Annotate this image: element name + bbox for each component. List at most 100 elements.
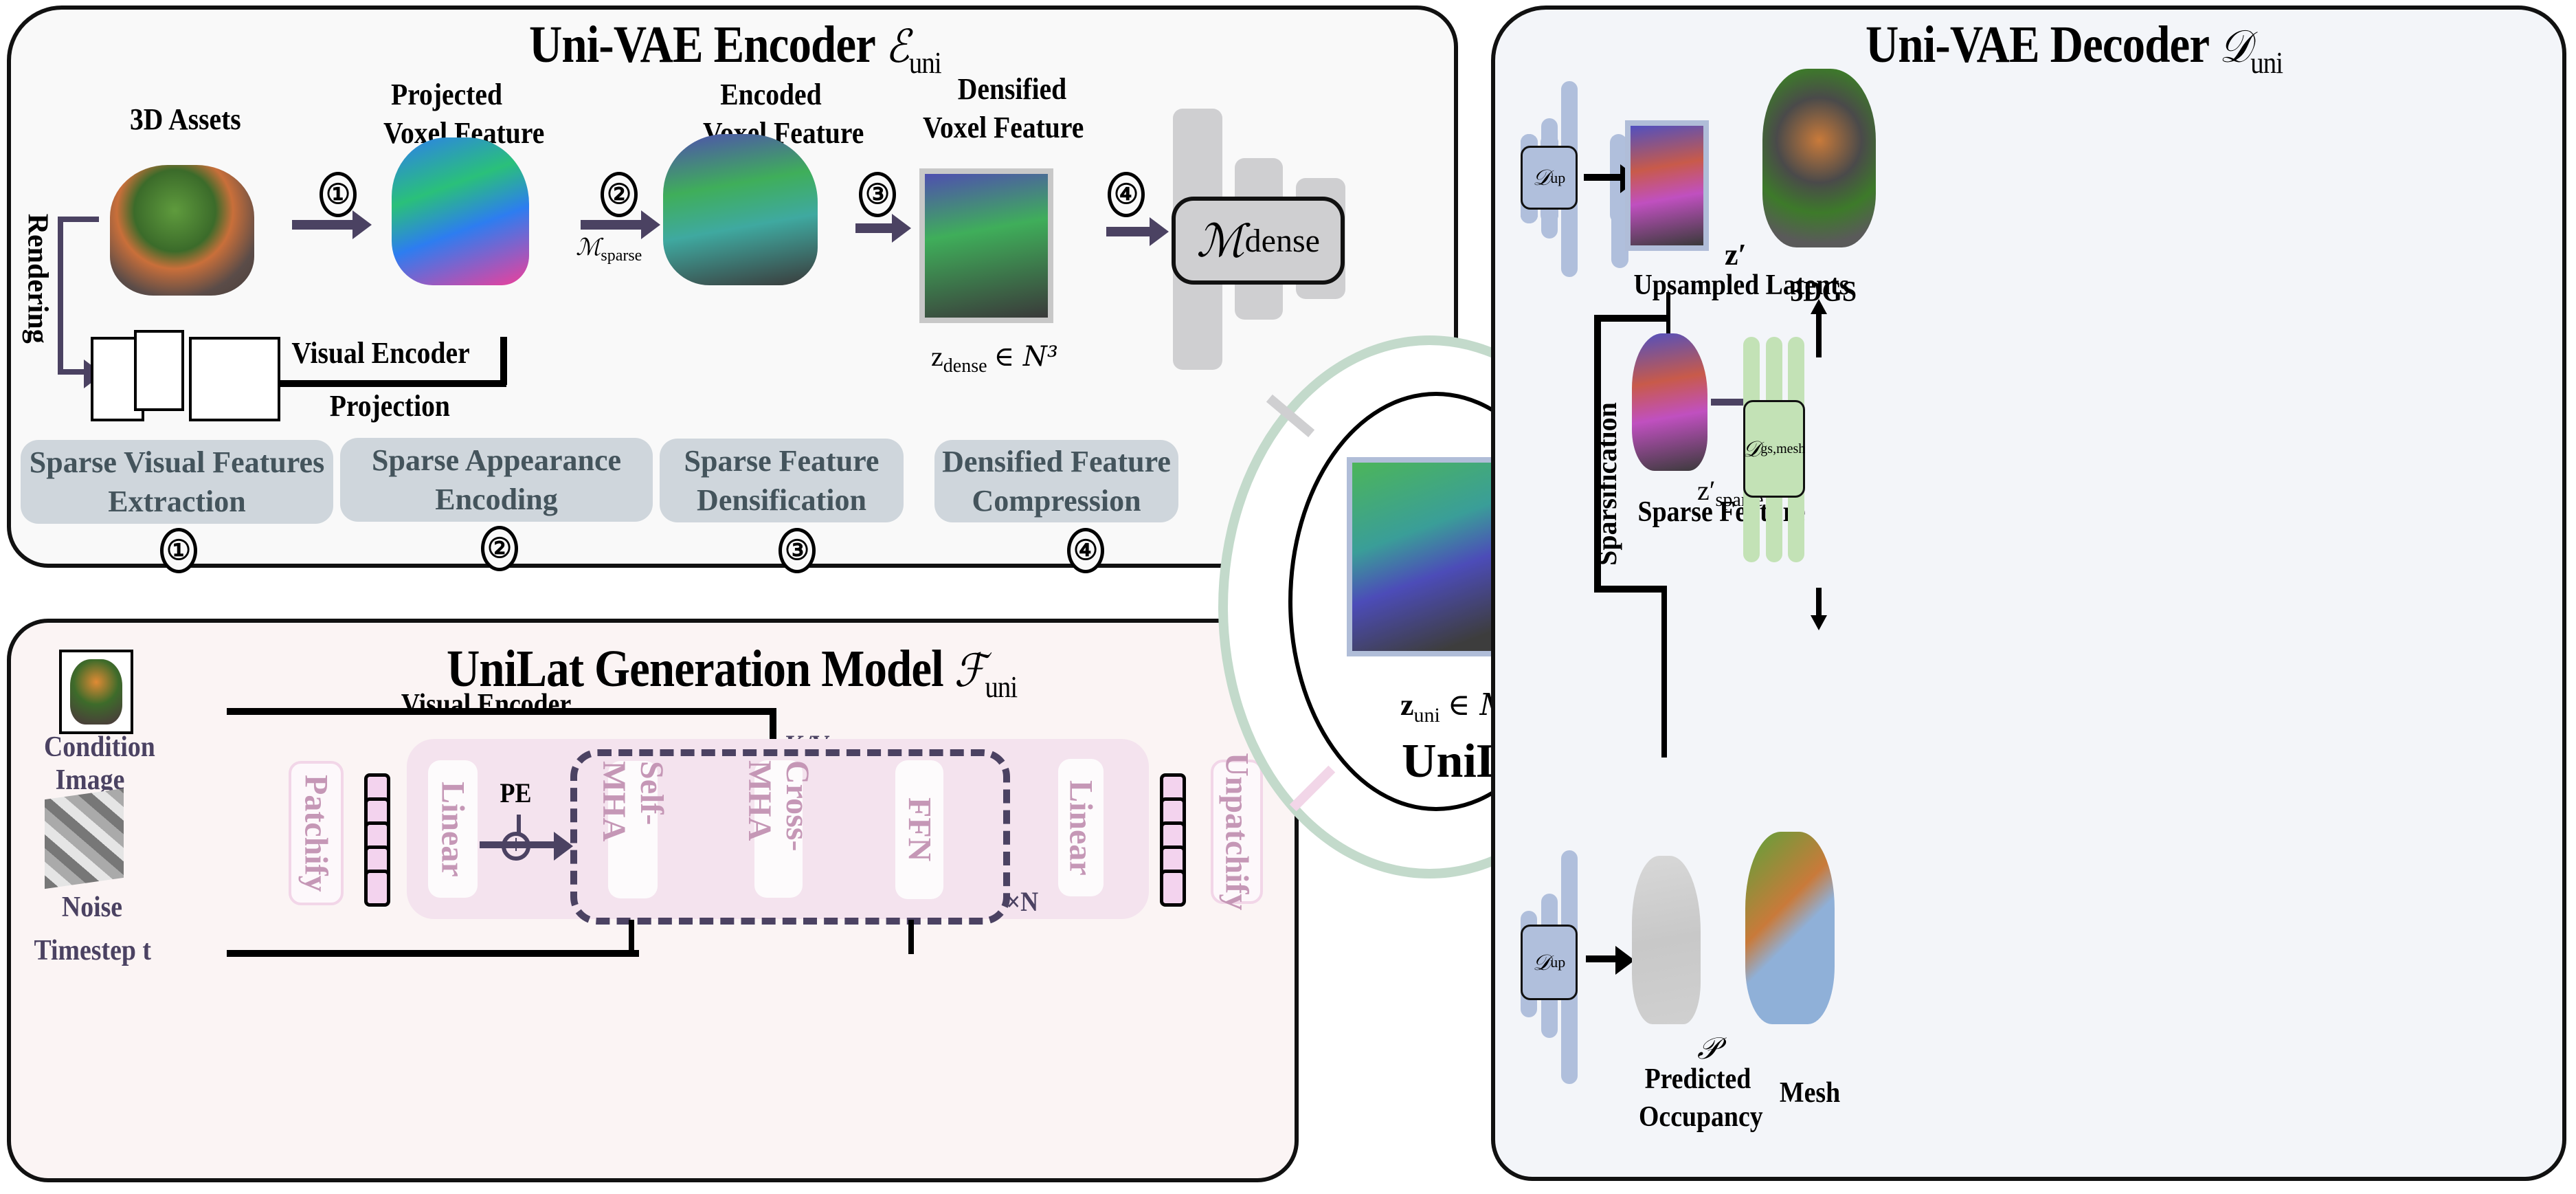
sparse-to-dgs-arrow xyxy=(1711,389,1763,418)
condition-label-1: Condition xyxy=(43,731,155,763)
rendering-line xyxy=(58,217,63,375)
m-sparse-label: ℳsparse xyxy=(576,234,642,265)
z-dense-text: z xyxy=(931,341,943,372)
step-card-1: Sparse Visual Features Extraction xyxy=(21,440,333,524)
pe-arrow xyxy=(480,832,573,861)
patchify-label: Patchify xyxy=(298,774,335,892)
d-up-top-symbol: 𝒟 xyxy=(1532,164,1551,190)
m-dense-sub: dense xyxy=(1244,222,1320,259)
decoder-title-symbol: 𝒟 xyxy=(2219,20,2251,73)
step-marker-3: ③ xyxy=(859,172,896,217)
condition-image xyxy=(59,650,133,734)
transformer-repeat-box xyxy=(570,749,1010,925)
timestep-label: Timestep t xyxy=(34,935,151,966)
timestep-line-up-2 xyxy=(908,920,914,954)
gen-block-linear-out: Linear xyxy=(1058,759,1104,896)
m-sparse-sub: sparse xyxy=(601,246,642,265)
projected-voxel-image xyxy=(392,137,529,285)
predicted-occupancy-image xyxy=(1632,856,1701,1024)
decoder-title-sub: uni xyxy=(2250,46,2283,80)
projection-line-up xyxy=(500,337,507,385)
timestep-line xyxy=(227,950,639,957)
occupancy-line-up xyxy=(1661,586,1667,758)
token-in-5 xyxy=(364,870,390,907)
mesh-image xyxy=(1745,832,1835,1024)
3dgs-image xyxy=(1762,69,1876,247)
generation-title-text: UniLat Generation Model xyxy=(447,640,944,698)
z-dense-label: zdense ∈ N³ xyxy=(931,340,1058,377)
z-dense-sub: dense xyxy=(943,355,987,377)
sparsification-label: Sparsification xyxy=(1591,402,1622,566)
encoder-title-text: Uni-VAE Encoder xyxy=(529,16,875,74)
d-up-top-arrow xyxy=(1584,164,1639,193)
noise-label: Noise xyxy=(61,892,123,923)
3dgs-arrow xyxy=(1816,309,1822,357)
densified-label-2: Voxel Feature xyxy=(923,111,1084,144)
z-sparse-text: z′ xyxy=(1697,475,1716,506)
sparse-feature-image xyxy=(1632,333,1707,471)
step-card-marker-1: ① xyxy=(160,528,197,573)
unpatchify-label: Unpatchify xyxy=(1218,753,1255,911)
encoder-title-sub: uni xyxy=(908,46,942,80)
latent-text: z xyxy=(1400,688,1414,722)
d-up-bottom-arrow xyxy=(1586,946,1635,975)
linear-out-label: Linear xyxy=(1062,780,1099,876)
step-card-4: Densified Feature Compression xyxy=(934,440,1178,522)
decoder-title: Uni-VAE Decoder 𝒟uni xyxy=(1866,15,2283,80)
3d-asset-image xyxy=(110,165,254,296)
d-up-top-sub: up xyxy=(1550,168,1566,186)
step-marker-2: ② xyxy=(601,172,638,217)
token-out-5 xyxy=(1160,870,1186,907)
linear-in-label: Linear xyxy=(434,781,471,877)
p-symbol-text: 𝒫 xyxy=(1697,1031,1719,1066)
self-mha-label: Self-MHA xyxy=(596,761,670,842)
arrow-step-4 xyxy=(1106,217,1169,246)
mesh-arrow xyxy=(1816,588,1822,619)
generation-title: UniLat Generation Model ℱuni xyxy=(447,639,1018,705)
densified-cube-image xyxy=(919,168,1053,323)
rendering-line-top xyxy=(58,217,99,222)
projection-line xyxy=(278,380,506,387)
visual-encoder-label: Visual Encoder xyxy=(291,336,470,370)
spacer xyxy=(1521,134,1569,223)
rendered-view-3 xyxy=(189,337,280,421)
arrow-step-1 xyxy=(292,210,372,239)
predicted-label-1: Predicted xyxy=(1644,1063,1751,1095)
decoder-title-text: Uni-VAE Decoder xyxy=(1866,16,2209,74)
p-symbol: 𝒫 xyxy=(1697,1031,1719,1066)
gen-block-patchify: Patchify xyxy=(289,761,344,905)
d-gs-symbol: 𝒟 xyxy=(1743,435,1761,462)
d-up-bottom-symbol: 𝒟 xyxy=(1532,949,1551,975)
timestep-line-up-1 xyxy=(629,920,634,954)
upsampled-to-sparse-line xyxy=(1666,292,1670,333)
latent-sub: uni xyxy=(1413,703,1440,727)
ffn-label: FFN xyxy=(901,797,938,862)
m-sparse-symbol: ℳ xyxy=(576,234,601,261)
gen-block-cross-mha: Cross-MHA xyxy=(741,760,816,898)
sparsification-line-bottom xyxy=(1594,586,1666,593)
rendering-label: Rendering xyxy=(21,213,54,344)
gen-block-self-mha: Self-MHA xyxy=(596,761,670,898)
step-card-3: Sparse Feature Densification xyxy=(660,439,904,522)
sparsification-line-top xyxy=(1594,315,1666,322)
mesh-arrowhead xyxy=(1811,615,1827,630)
z-prime-label: z′ xyxy=(1725,238,1747,272)
3dgs-arrowhead xyxy=(1811,299,1827,314)
gen-block-ffn: FFN xyxy=(895,760,943,899)
sparsification-line xyxy=(1594,315,1601,590)
repeat-label: ×N xyxy=(1006,886,1039,917)
assets-label: 3D Assets xyxy=(129,102,241,136)
step-marker-1: ① xyxy=(320,172,357,217)
pe-label: PE xyxy=(500,777,532,808)
gen-block-linear-in: Linear xyxy=(428,760,478,898)
generation-title-sub: uni xyxy=(985,670,1018,705)
rendered-view-2 xyxy=(134,330,184,411)
encoder-title: Uni-VAE Encoder ℰuni xyxy=(529,15,942,80)
encoded-label-1: Encoded xyxy=(720,78,822,111)
projected-label-1: Projected xyxy=(390,78,502,111)
noise-cube-image xyxy=(45,788,124,889)
step-card-marker-2: ② xyxy=(481,526,518,571)
cross-mha-label: Cross-MHA xyxy=(741,760,816,852)
